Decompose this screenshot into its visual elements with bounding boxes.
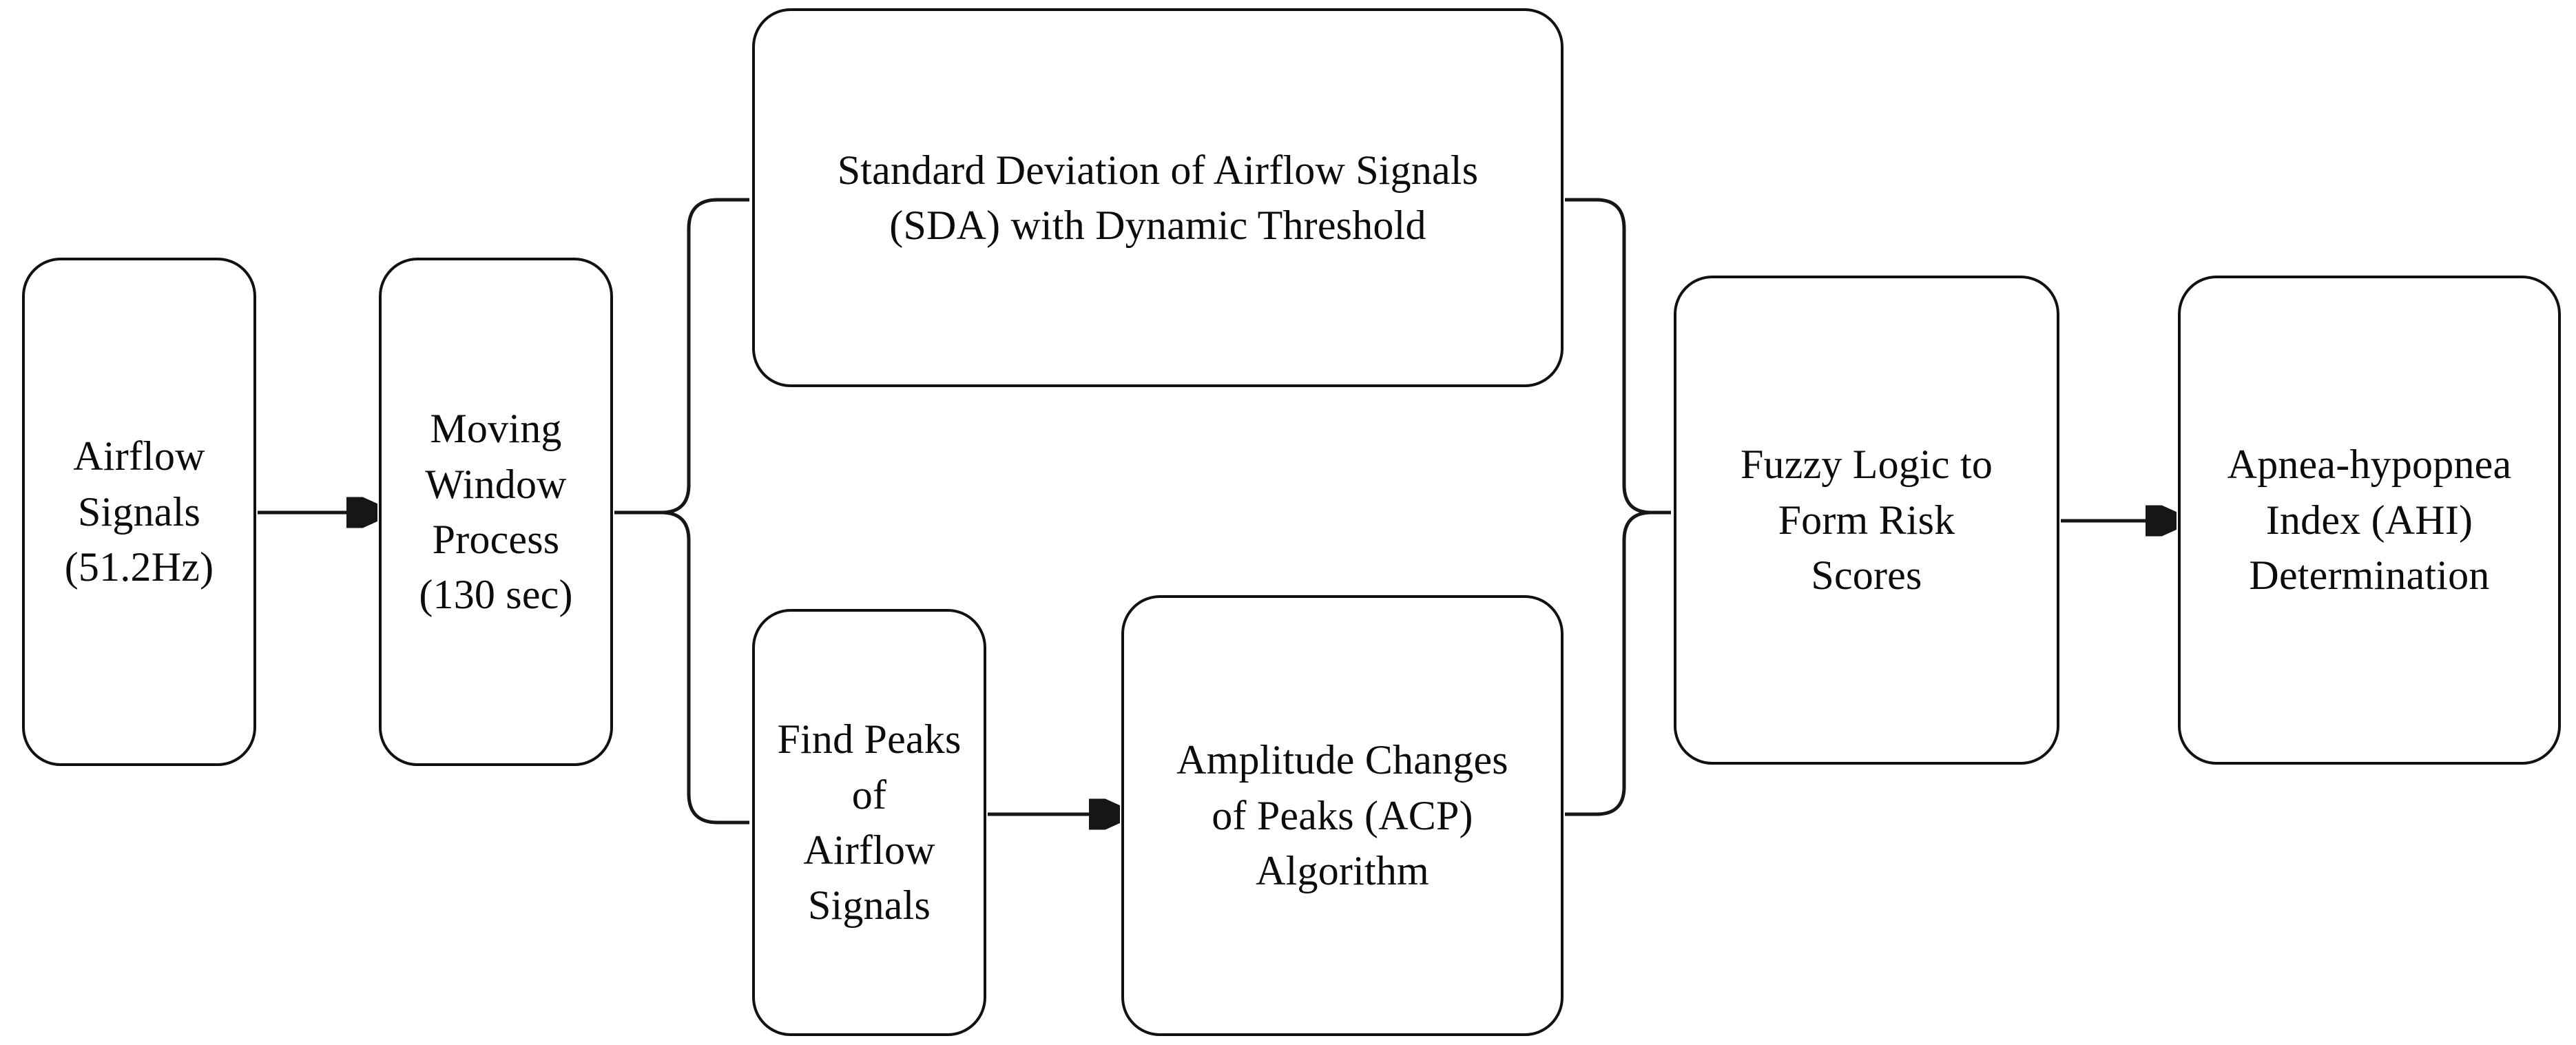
node-ahi-determination[interactable]: Apnea-hypopnea Index (AHI) Determination [2178, 276, 2561, 765]
node-standard-deviation-airflow[interactable]: Standard Deviation of Airflow Signals (S… [752, 8, 1564, 387]
node-airflow-signals[interactable]: Airflow Signals (51.2Hz) [22, 258, 256, 766]
node-fuzzy-logic-label: Fuzzy Logic to Form Risk Scores [1740, 442, 1993, 599]
node-find-peaks-label: Find Peaks of Airflow Signals [777, 716, 962, 929]
node-amplitude-changes-peaks-label: Amplitude Changes of Peaks (ACP) Algorit… [1176, 737, 1508, 894]
node-airflow-signals-label: Airflow Signals (51.2Hz) [64, 433, 214, 590]
node-amplitude-changes-peaks[interactable]: Amplitude Changes of Peaks (ACP) Algorit… [1121, 595, 1564, 1036]
node-ahi-determination-label: Apnea-hypopnea Index (AHI) Determination [2227, 442, 2512, 599]
node-find-peaks[interactable]: Find Peaks of Airflow Signals [752, 609, 986, 1036]
edge-moving-window-split [614, 198, 749, 825]
node-moving-window[interactable]: Moving Window Process (130 sec) [379, 258, 613, 766]
node-moving-window-label: Moving Window Process (130 sec) [419, 406, 573, 618]
node-fuzzy-logic[interactable]: Fuzzy Logic to Form Risk Scores [1674, 276, 2059, 765]
node-standard-deviation-airflow-label: Standard Deviation of Airflow Signals (S… [837, 147, 1479, 248]
edge-merge-into-fuzzy [1565, 198, 1671, 816]
